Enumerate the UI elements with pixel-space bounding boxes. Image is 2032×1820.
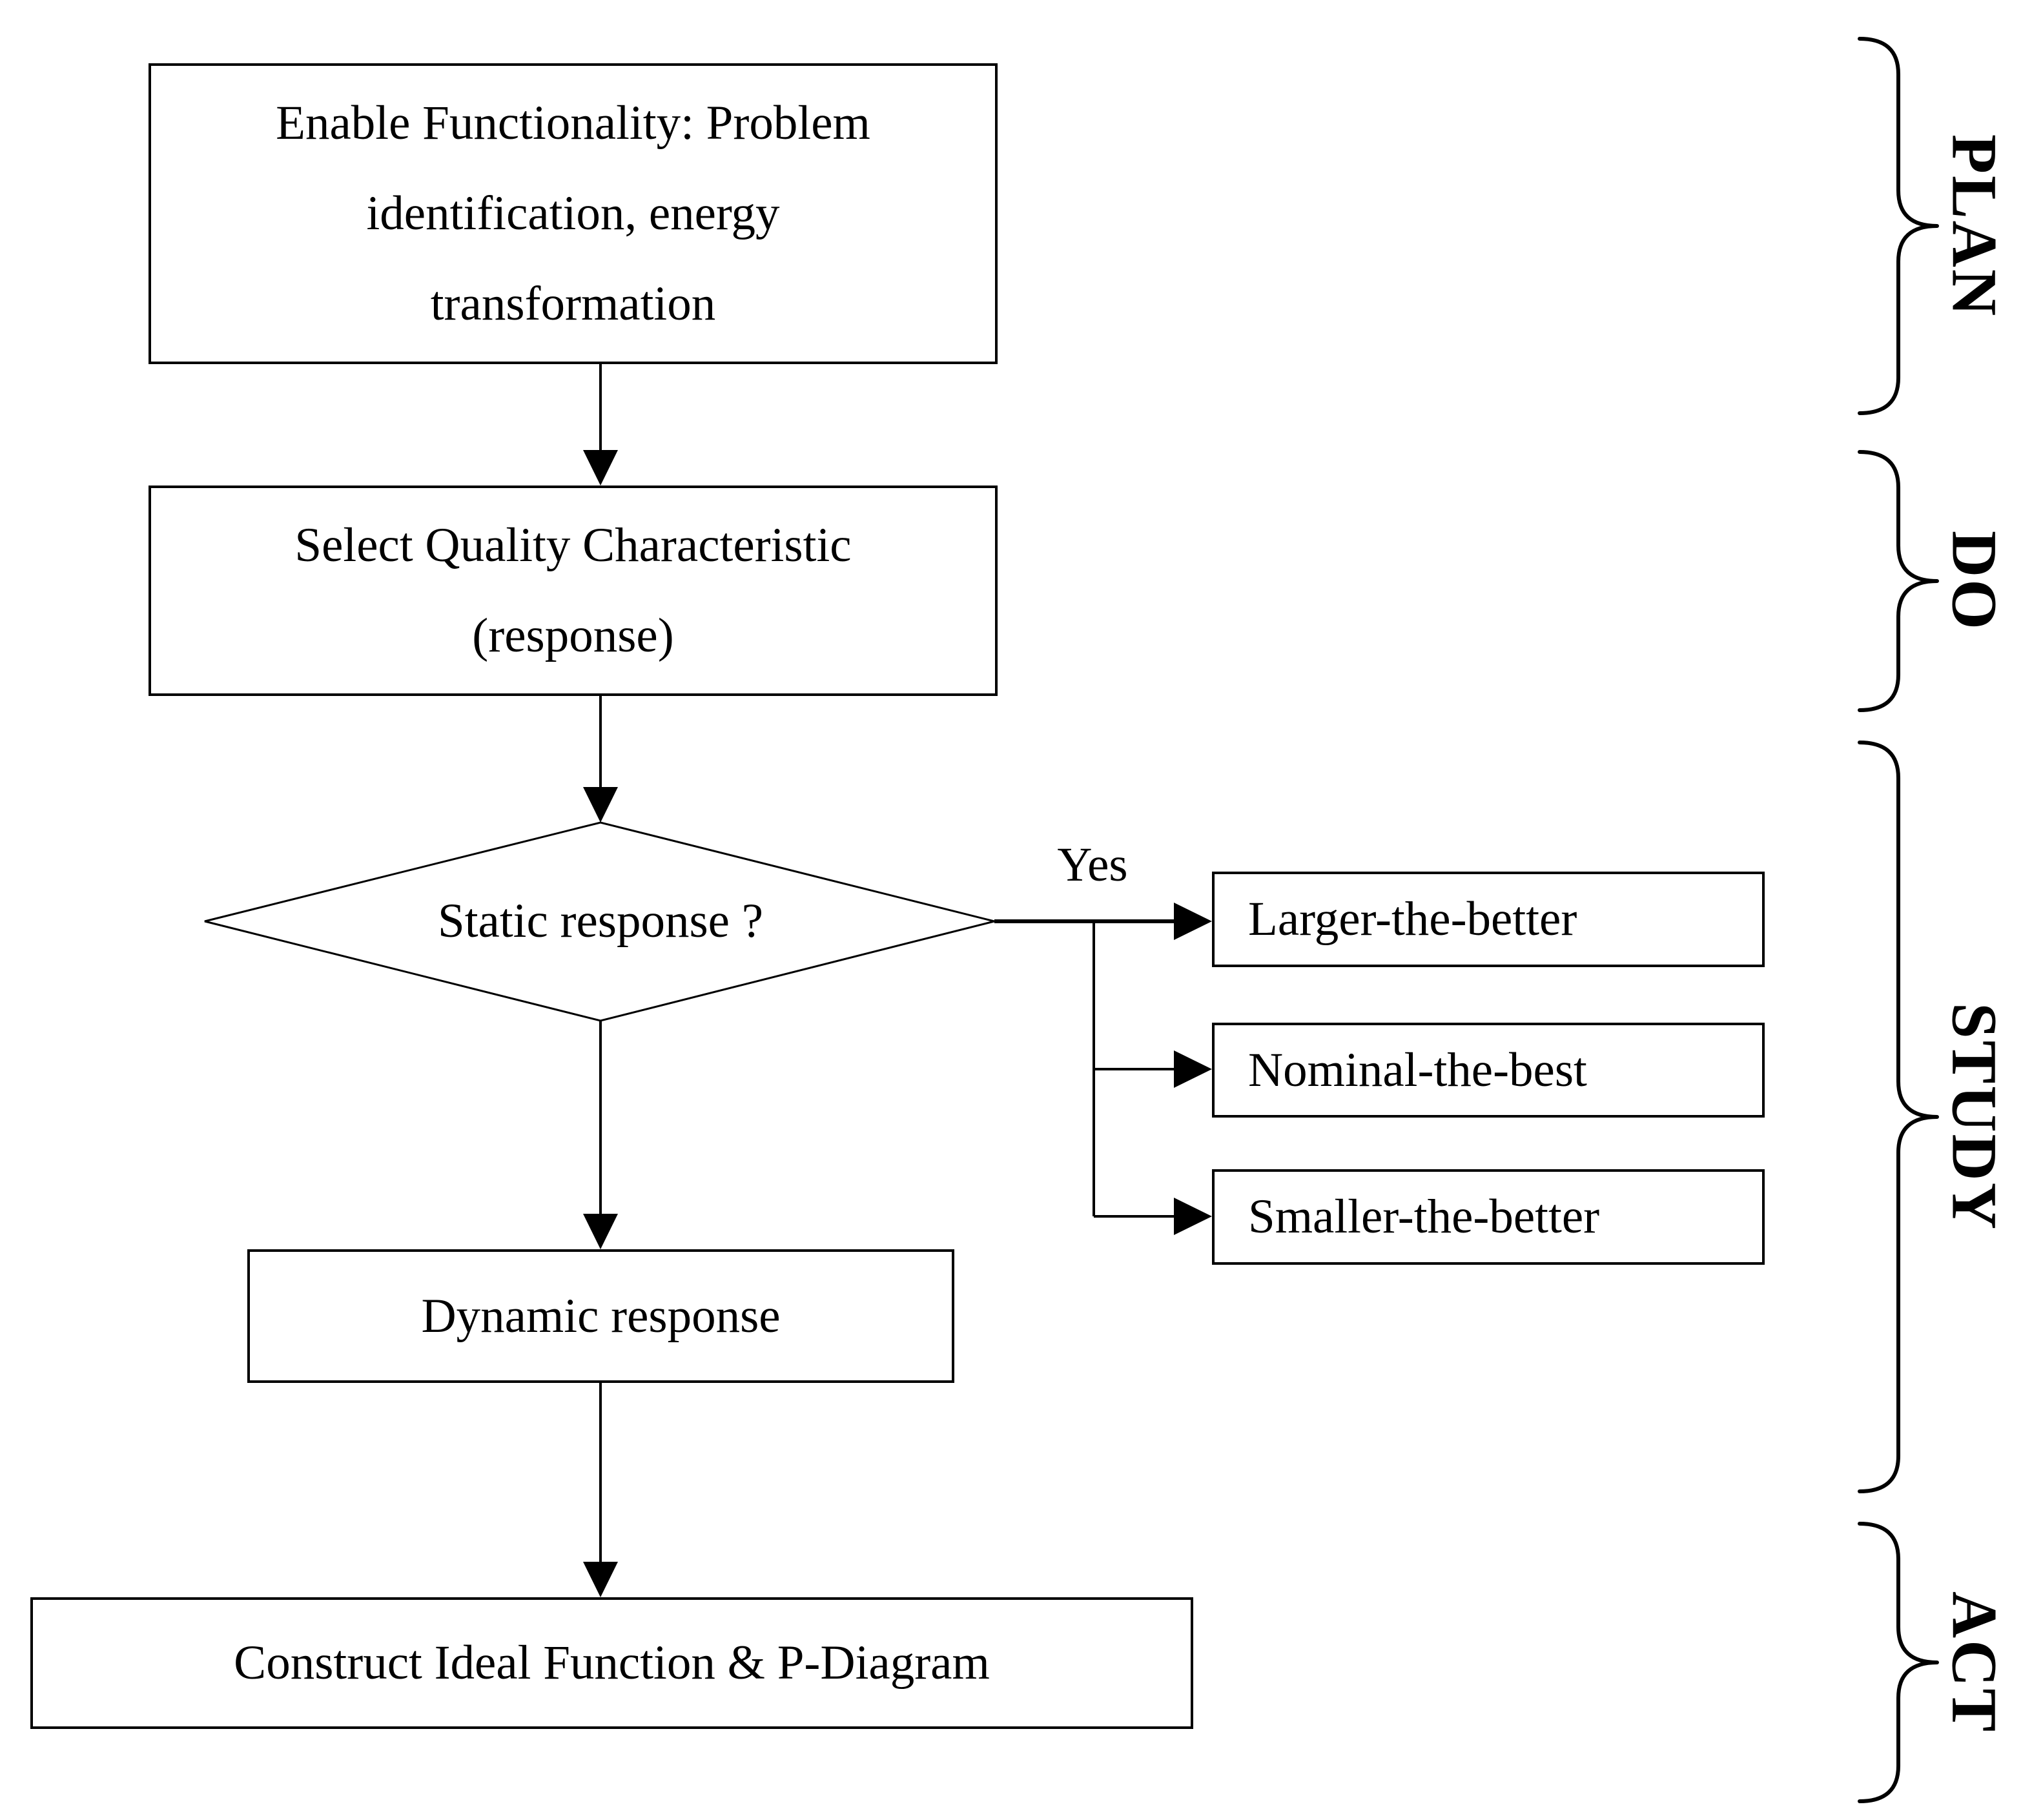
flow-box-construct-ideal-function-label: Construct Ideal Function & P-Diagram: [234, 1636, 990, 1690]
phase-label-plan: PLAN: [1938, 134, 2011, 318]
decision-diamond-label: Static response ?: [437, 894, 764, 948]
flow-box-construct-ideal-function: Construct Ideal Function & P-Diagram: [30, 1597, 1193, 1729]
arrowhead-decision-to-dynamic: [583, 1214, 618, 1249]
flow-box-select-quality-line2: (response): [472, 609, 674, 662]
arrowhead-dynamic-to-construct: [583, 1562, 618, 1597]
flow-box-dynamic-response: Dynamic response: [247, 1249, 954, 1383]
arrowhead-yes-to-larger: [1174, 903, 1212, 940]
flow-box-larger-the-better-label: Larger-the-better: [1248, 892, 1577, 946]
flow-box-enable-functionality-line2: identification, energy: [366, 187, 780, 240]
arrowhead-to-smaller: [1174, 1198, 1212, 1235]
flow-box-dynamic-response-label: Dynamic response: [421, 1289, 781, 1343]
brace-plan: [1858, 37, 1939, 415]
phase-label-study: STUDY: [1938, 1003, 2011, 1231]
phase-label-act: ACT: [1938, 1591, 2011, 1734]
brace-act: [1858, 1522, 1939, 1803]
yes-branch-label: Yes: [1057, 838, 1128, 892]
flow-box-smaller-the-better: Smaller-the-better: [1212, 1169, 1765, 1265]
flow-box-select-quality-line1: Select Quality Characteristic: [294, 518, 852, 572]
flow-box-enable-functionality: Enable Functionality: Problem identifica…: [149, 63, 998, 364]
flow-box-smaller-the-better-label: Smaller-the-better: [1248, 1190, 1600, 1243]
brace-do: [1858, 450, 1939, 712]
flow-box-enable-functionality-line3: transformation: [430, 277, 716, 331]
flow-box-larger-the-better: Larger-the-better: [1212, 872, 1765, 967]
arrowhead-to-nominal: [1174, 1050, 1212, 1088]
brace-study: [1858, 741, 1939, 1493]
flow-box-nominal-the-best: Nominal-the-best: [1212, 1023, 1765, 1118]
arrowhead-do-to-decision: [583, 787, 618, 823]
phase-label-do: DO: [1938, 531, 2011, 631]
flow-box-enable-functionality-line1: Enable Functionality: Problem: [276, 96, 870, 150]
flow-box-nominal-the-best-label: Nominal-the-best: [1248, 1043, 1587, 1097]
flow-box-select-quality-characteristic: Select Quality Characteristic (response): [149, 486, 998, 696]
arrowhead-plan-to-do: [583, 450, 618, 486]
